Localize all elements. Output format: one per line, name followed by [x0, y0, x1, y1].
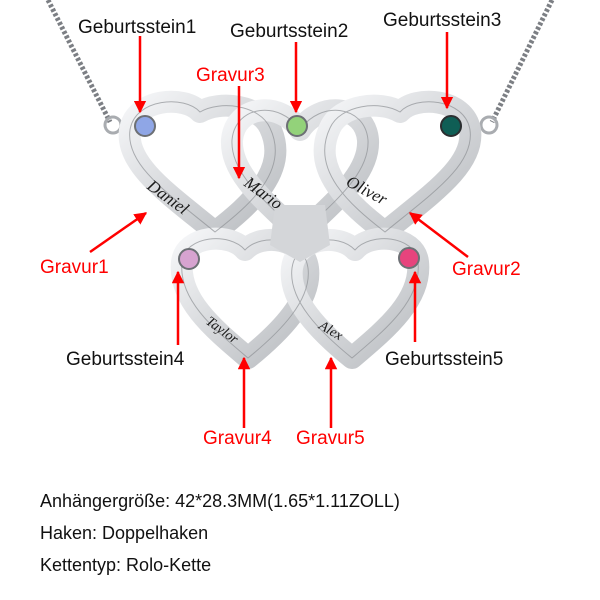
label-geburtsstein2: Geburtsstein2	[230, 21, 349, 42]
jump-ring-left	[103, 115, 123, 135]
callout-arrows	[89, 32, 469, 428]
spec-pendant-size: Anhängergröße: 42*28.3MM(1.65*1.11ZOLL)	[40, 491, 400, 511]
pendant-center	[270, 205, 330, 262]
gem-5	[398, 247, 420, 269]
label-gravur5: Gravur5	[296, 428, 365, 449]
pendant	[118, 90, 482, 369]
label-geburtsstein4: Geburtsstein4	[66, 349, 185, 370]
spec-clasp: Haken: Doppelhaken	[40, 523, 209, 543]
label-geburtsstein1: Geburtsstein1	[78, 17, 197, 38]
arrow-gravur2	[409, 212, 469, 258]
spec-chain-type: Kettentyp: Rolo-Kette	[40, 555, 212, 575]
label-gravur2: Gravur2	[452, 259, 521, 280]
arrow-gravur1	[89, 211, 148, 254]
label-geburtsstein3: Geburtsstein3	[383, 10, 502, 31]
label-gravur3: Gravur3	[196, 65, 265, 86]
label-gravur1: Gravur1	[40, 257, 109, 278]
jump-ring-right	[479, 115, 499, 135]
birthstone-gems	[134, 115, 462, 270]
chain	[45, 0, 555, 135]
gem-4	[178, 248, 200, 270]
gem-2	[286, 115, 308, 137]
label-geburtsstein5: Geburtsstein5	[385, 349, 504, 370]
gem-1	[134, 115, 156, 137]
gem-3	[440, 115, 462, 137]
label-gravur4: Gravur4	[203, 428, 272, 449]
